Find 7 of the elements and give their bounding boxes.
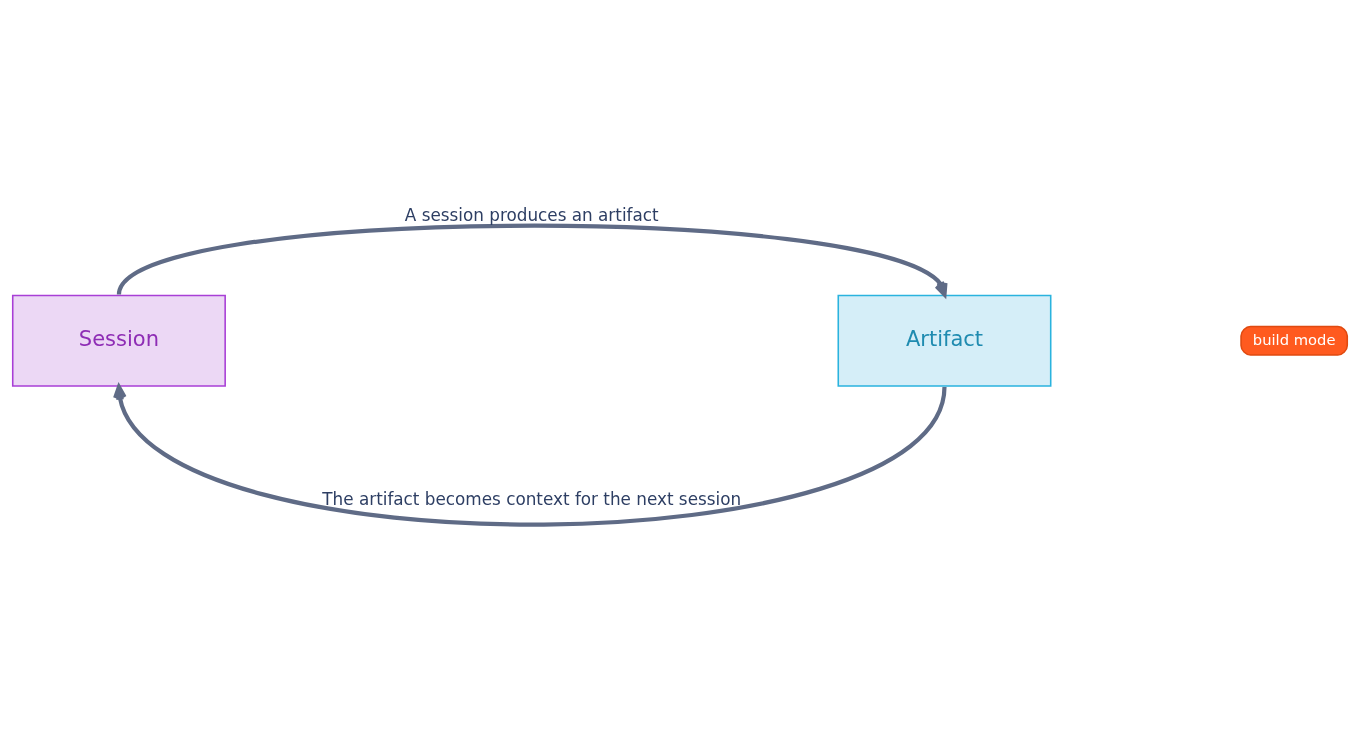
edge-label: A session produces an artifact xyxy=(404,204,659,225)
arrow xyxy=(113,384,947,527)
label: build mode xyxy=(1252,330,1336,348)
node-box: Artifact xyxy=(837,294,1052,387)
edge-label: The artifact becomes context for the next session xyxy=(322,488,742,509)
arrow xyxy=(117,223,948,297)
node-box: Session xyxy=(11,294,226,387)
